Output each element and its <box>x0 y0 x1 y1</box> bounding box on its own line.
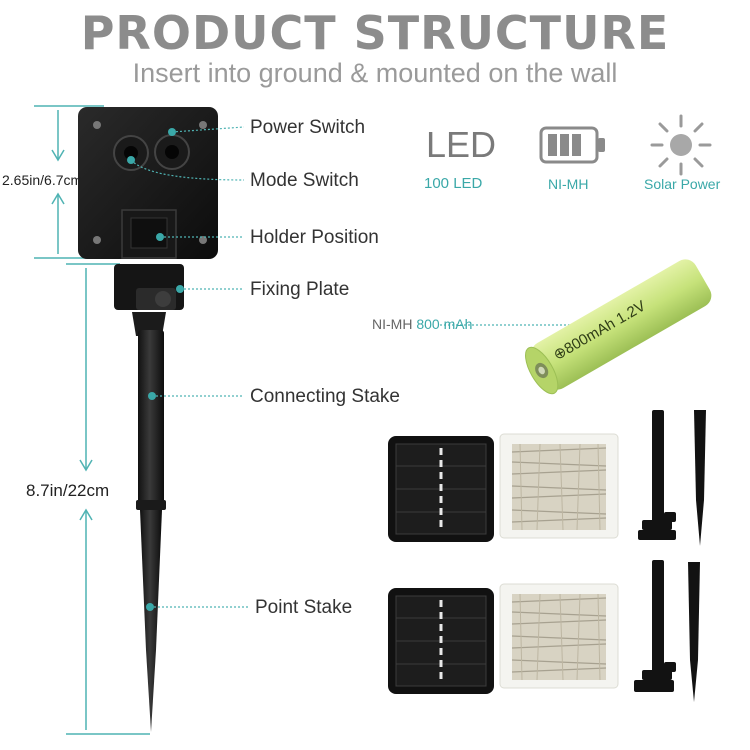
battery-icon <box>539 126 605 164</box>
dimension-lines <box>34 105 150 735</box>
spec-solar-label: Solar Power <box>644 176 721 192</box>
callout-connecting-stake: Connecting Stake <box>250 386 400 407</box>
stake-assembly <box>114 264 184 732</box>
spec-led-icon: LED <box>426 124 497 165</box>
page-title: PRODUCT STRUCTURE <box>80 6 670 60</box>
sun-icon <box>650 114 712 176</box>
callout-fixing-plate: Fixing Plate <box>250 279 350 300</box>
callout-point-stake: Point Stake <box>255 597 353 618</box>
stake-parts-2 <box>634 560 700 702</box>
battery-capacity: 800 mAh <box>416 316 473 332</box>
solar-panel-1 <box>388 436 494 542</box>
battery-type-label: NI-MH 800 mAh <box>372 316 472 332</box>
callout-leaders <box>130 126 582 608</box>
page-subtitle: Insert into ground & mounted on the wall <box>132 58 618 88</box>
callout-holder-position: Holder Position <box>250 227 379 248</box>
spec-led-label: 100 LED <box>424 175 483 192</box>
controller-box <box>78 107 218 259</box>
light-spool-2 <box>499 583 619 689</box>
panel-height-label: 2.65in/6.7cm <box>2 172 83 188</box>
stake-parts-1 <box>638 410 706 546</box>
stake-height-label: 8.7in/22cm <box>26 481 110 500</box>
spec-battery-label: NI-MH <box>548 176 589 192</box>
light-spool-1 <box>499 433 619 539</box>
callout-power-switch: Power Switch <box>250 117 366 138</box>
aa-battery <box>525 259 712 395</box>
callout-mode-switch: Mode Switch <box>250 170 359 191</box>
battery-type: NI-MH <box>372 316 413 332</box>
solar-panel-2 <box>388 588 494 694</box>
